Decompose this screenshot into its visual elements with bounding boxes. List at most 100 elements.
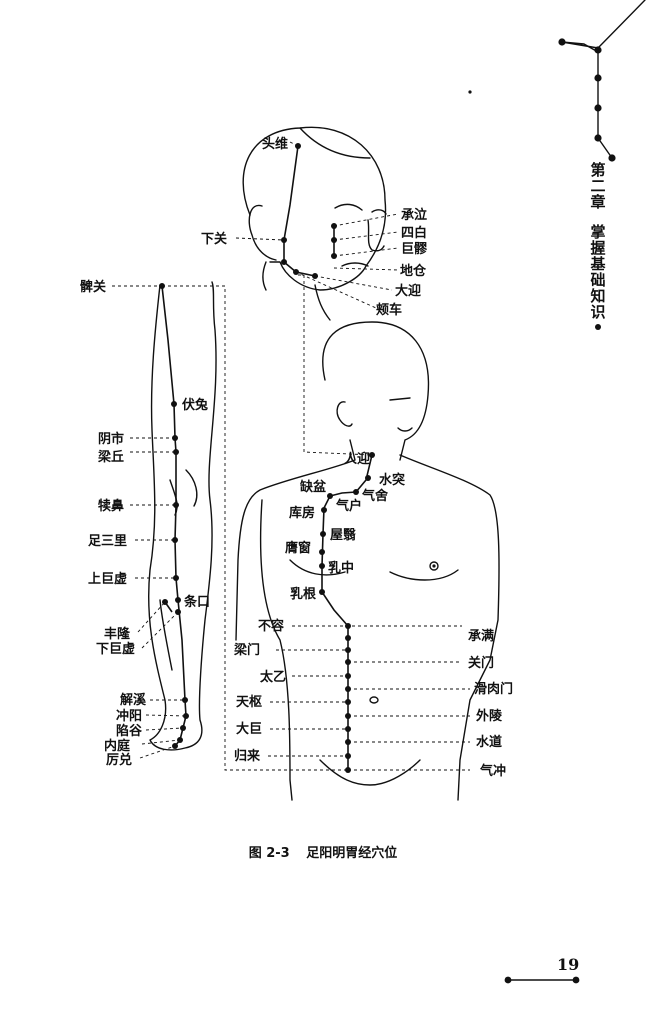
acupoint-label: 大巨 [236,721,262,737]
acupoint-label: 外陵 [475,708,503,724]
acupoint-label: 伏兔 [182,397,208,413]
leg-meridian-line [161,285,187,747]
torso-illustration [235,321,500,801]
acupoint-label: 丰隆 [104,626,131,642]
acupoint-marker [353,489,359,495]
acupoint-marker [345,739,351,745]
leg-illustration [147,281,217,751]
acupoint-label: 乳根 [290,586,317,602]
acupoint-marker [180,725,186,731]
acupoint-marker [345,726,351,732]
figure-caption: 图 2-3 足阳明胃经穴位 [0,842,646,861]
head-points [235,141,399,309]
constellation-decoration [558,0,646,162]
acupoint-marker [173,575,179,581]
acupoint-label: 解溪 [119,692,147,708]
acupoint-marker [171,401,177,407]
acupoint-label: 关门 [468,655,494,671]
head-labels: 头维 下关 承泣 四白 巨髎 地仓 大迎 颊车 [201,136,428,318]
acupoint-marker [321,507,327,513]
acupoint-label: 气冲 [480,763,506,779]
acupoint-label: 天枢 [236,694,262,710]
acupoint-marker [369,452,375,458]
page-number: 19 [557,955,580,974]
acupoint-marker [365,475,371,481]
acupoint-label: 髀关 [80,279,106,295]
acupoint-label: 梁门 [233,642,260,658]
acupoint-label: 足三里 [88,534,127,549]
acupoint-label: 犊鼻 [98,498,124,514]
acupoint-label: 气户 [336,498,362,514]
acupoint-marker [345,713,351,719]
acupoint-marker [345,659,351,665]
acupoint-marker [331,253,337,259]
acupoint-label: 上巨虚 [88,571,127,587]
acupoint-marker [173,449,179,455]
acupoint-marker [319,563,325,569]
acupoint-label: 太乙 [259,669,286,685]
acupoint-marker [172,537,178,543]
acupoint-label: 大迎 [395,283,421,299]
acupoint-marker [345,635,351,641]
acupoint-marker [320,531,326,537]
acupoint-marker [327,493,333,499]
acupoint-label: 屋翳 [330,528,356,543]
acupoint-marker [295,143,301,149]
acupoint-label: 巨髎 [401,241,428,257]
acupoint-label: 气舍 [362,488,389,504]
acupoint-marker [345,767,351,773]
head-illustration [242,126,387,321]
caption-number: 图 2-3 [248,846,290,861]
acupoint-label: 人迎 [344,451,370,467]
acupoint-label: 滑肉门 [474,681,513,697]
acupoint-label: 四白 [401,225,427,241]
chapter-title: 掌握基础知识 [590,223,606,321]
acupoint-marker [293,269,299,275]
acupoint-label: 缺盆 [299,479,327,495]
bullet-icon [595,324,601,330]
acupoint-label: 不容 [258,618,284,634]
acupoint-marker [331,237,337,243]
acupoint-label: 库房 [289,505,315,521]
acupoint-label: 归来 [234,748,261,764]
acupoint-label: 冲阳 [116,708,142,724]
acupoint-label: 地仓 [400,263,427,279]
leg-points [112,283,189,759]
acupoint-marker [172,435,178,441]
acupoint-label: 水道 [476,734,502,750]
acupoint-marker [281,237,287,243]
head-meridian-line [283,145,335,277]
acupoint-label: 头维 [262,136,288,152]
acupoint-marker [331,223,337,229]
acupoint-label: 颊车 [376,302,402,318]
acupoint-label: 下关 [201,231,227,247]
acupoint-label: 条口 [184,594,210,610]
acupoint-marker [183,713,189,719]
spacer [587,210,609,224]
acupoint-label: 乳中 [328,560,354,576]
leg-labels: 髀关 伏兔 阴市 梁丘 犊鼻 足三里 上巨虚 条口 丰隆 下巨虚 解溪 冲阳 陷… [80,279,210,768]
acupoint-label: 梁丘 [97,449,124,465]
acupoint-marker [345,686,351,692]
acupoint-marker [345,647,351,653]
acupoint-marker [162,599,168,605]
page-number-ornament [504,976,580,984]
acupoint-label: 内庭 [104,738,131,754]
torso-labels: 人迎 水突 缺盆 气舍 气户 库房 屋翳 膺窗 乳中 乳根 不容 承满 梁门 关… [233,451,513,779]
acupoint-marker [173,502,179,508]
chapter-running-head: 第二章 掌握基础知识 [587,162,609,330]
acupoint-marker [312,273,318,279]
acupoint-marker [319,589,325,595]
acupoint-label: 承泣 [401,207,427,223]
chapter-number: 第二章 [590,161,606,211]
acupoint-label: 水突 [379,472,405,488]
dashed-connectors [162,274,373,771]
ornament-dot [468,90,472,94]
acupoint-label: 下巨虚 [96,641,135,657]
acupoint-marker [175,609,181,615]
acupoint-marker [172,743,178,749]
acupoint-label: 厉兑 [106,752,132,768]
caption-title: 足阳明胃经穴位 [306,846,398,861]
acupoint-marker [177,737,183,743]
